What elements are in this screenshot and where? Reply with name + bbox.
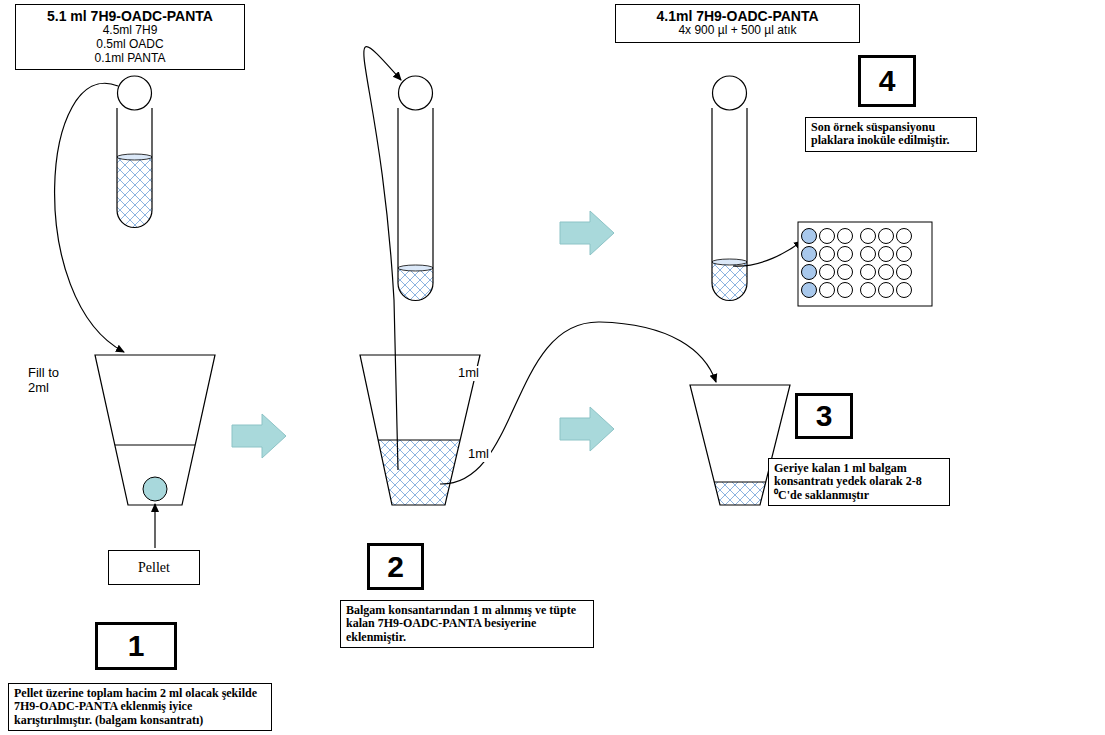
plate-well [897, 283, 912, 298]
transfer-curve [440, 322, 716, 484]
box-text: 0.5ml OADC [22, 38, 238, 52]
box-text: Geriye kalan 1 ml balgam konsantratı yed… [774, 462, 944, 502]
test-tube [117, 76, 152, 228]
step-arrow [560, 407, 614, 451]
recipe-box: 4.1ml 7H9-OADC-PANTA4x 900 µl + 500 µl a… [615, 4, 860, 43]
box-text: 4x 900 µl + 500 µl atık [622, 24, 853, 38]
plate-well [802, 247, 817, 262]
box-text: 4.5ml 7H9 [22, 24, 238, 38]
callout-number: 3 [795, 393, 853, 439]
plate-well [820, 265, 835, 280]
box-text: Pellet [138, 560, 170, 576]
box-text: 4 [879, 64, 896, 98]
volume-label: 1ml [466, 447, 491, 462]
conical-tube [95, 355, 215, 548]
box-text: Son örnek süspansiyonu plaklara inoküle … [811, 121, 971, 148]
transfer-curve [55, 83, 124, 352]
well-plate [798, 222, 932, 306]
plate-well [897, 229, 912, 244]
label-box: Pellet [108, 550, 200, 585]
plate-well [838, 265, 853, 280]
plate-well [820, 247, 835, 262]
recipe-box: 5.1 ml 7H9-OADC-PANTA4.5ml 7H90.5ml OADC… [15, 4, 245, 70]
plate-well [897, 247, 912, 262]
plate-well [879, 229, 894, 244]
box-text: 0.1ml PANTA [22, 52, 238, 66]
plate-well [820, 229, 835, 244]
plate-well [861, 247, 876, 262]
plate-well [861, 229, 876, 244]
step-note: Balgam konsantarından 1 m alınmış ve tüp… [340, 600, 594, 648]
plate-well [802, 229, 817, 244]
volume-label: 1ml [456, 366, 481, 381]
plate-well [820, 283, 835, 298]
box-text: Balgam konsantarından 1 m alınmış ve tüp… [346, 604, 588, 644]
test-tube [712, 76, 747, 301]
plate-well [802, 265, 817, 280]
plate-well [861, 283, 876, 298]
transfer-curve [364, 47, 401, 470]
plate-well [838, 283, 853, 298]
box-text: 3 [816, 399, 833, 433]
conical-tube [360, 355, 480, 505]
test-tube [398, 76, 433, 301]
box-text: Pellet üzerine toplam hacim 2 ml olacak … [14, 687, 266, 727]
step-arrow [232, 414, 286, 458]
callout-number: 1 [95, 622, 177, 670]
step-note: Pellet üzerine toplam hacim 2 ml olacak … [8, 683, 272, 731]
step-note: Geriye kalan 1 ml balgam konsantratı yed… [768, 458, 950, 506]
box-heading: 4.1ml 7H9-OADC-PANTA [622, 8, 853, 24]
callout-number: 4 [858, 55, 916, 107]
plate-well [879, 283, 894, 298]
plate-well [879, 247, 894, 262]
plate-well [838, 229, 853, 244]
plate-well [861, 265, 876, 280]
box-text: 2 [387, 550, 404, 584]
step-arrow [560, 211, 614, 255]
plate-well [879, 265, 894, 280]
transfer-curve [733, 241, 802, 266]
plate-well [802, 283, 817, 298]
callout-number: 2 [367, 543, 424, 590]
plate-well [897, 265, 912, 280]
plate-well [838, 247, 853, 262]
step-note: Son örnek süspansiyonu plaklara inoküle … [805, 117, 977, 152]
box-heading: 5.1 ml 7H9-OADC-PANTA [22, 8, 238, 24]
fill-label: Fill to 2ml [26, 366, 82, 396]
box-text: 1 [128, 629, 145, 663]
